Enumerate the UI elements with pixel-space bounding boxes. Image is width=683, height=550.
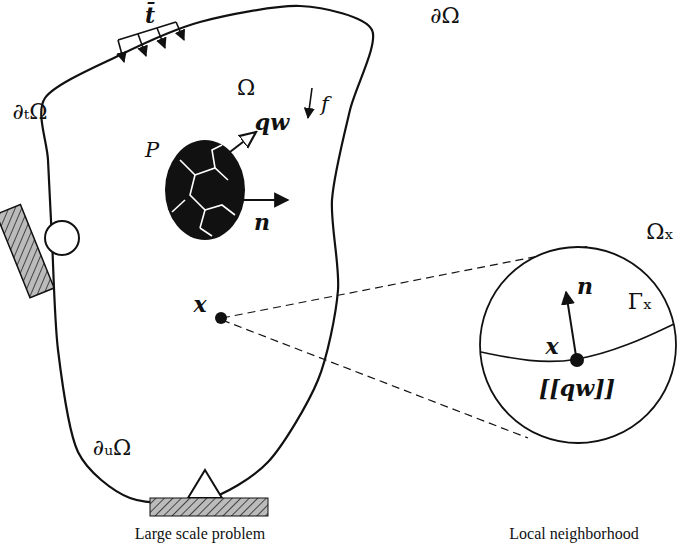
force-label: f [321, 94, 329, 115]
pin-support [150, 470, 268, 516]
neighborhood-circle [480, 247, 676, 443]
normal-label: n [254, 211, 270, 233]
boundary-label: ∂Ω [430, 5, 460, 27]
domain-label: Ω [237, 77, 255, 99]
roller-support [0, 205, 79, 298]
domain-outline [41, 6, 373, 503]
normal-label: n [577, 275, 593, 297]
caption: Large scale problem [135, 526, 265, 542]
jump-label: [[qw]] [539, 377, 615, 399]
boundary-label: ∂ₜΩ [12, 101, 47, 123]
point-label: x [545, 335, 558, 357]
traction-label: t̄ [145, 4, 155, 26]
flux-label: qw [255, 111, 289, 133]
point-label: x [193, 293, 206, 315]
flux-arrow [226, 132, 256, 155]
material-point [215, 312, 227, 324]
region-label: P [145, 140, 159, 161]
traction-load [118, 22, 184, 62]
body-force-arrow [308, 88, 312, 118]
normal-arrow [566, 292, 576, 356]
neighborhood-label: Ωₓ [646, 221, 674, 243]
material-point [570, 353, 584, 367]
caption: Local neighborhood [509, 526, 638, 542]
damaged-region [165, 140, 245, 240]
normal-arrow [242, 199, 288, 201]
boundary-label: ∂ᵤΩ [93, 437, 131, 459]
curve-label: Γₓ [628, 291, 653, 313]
